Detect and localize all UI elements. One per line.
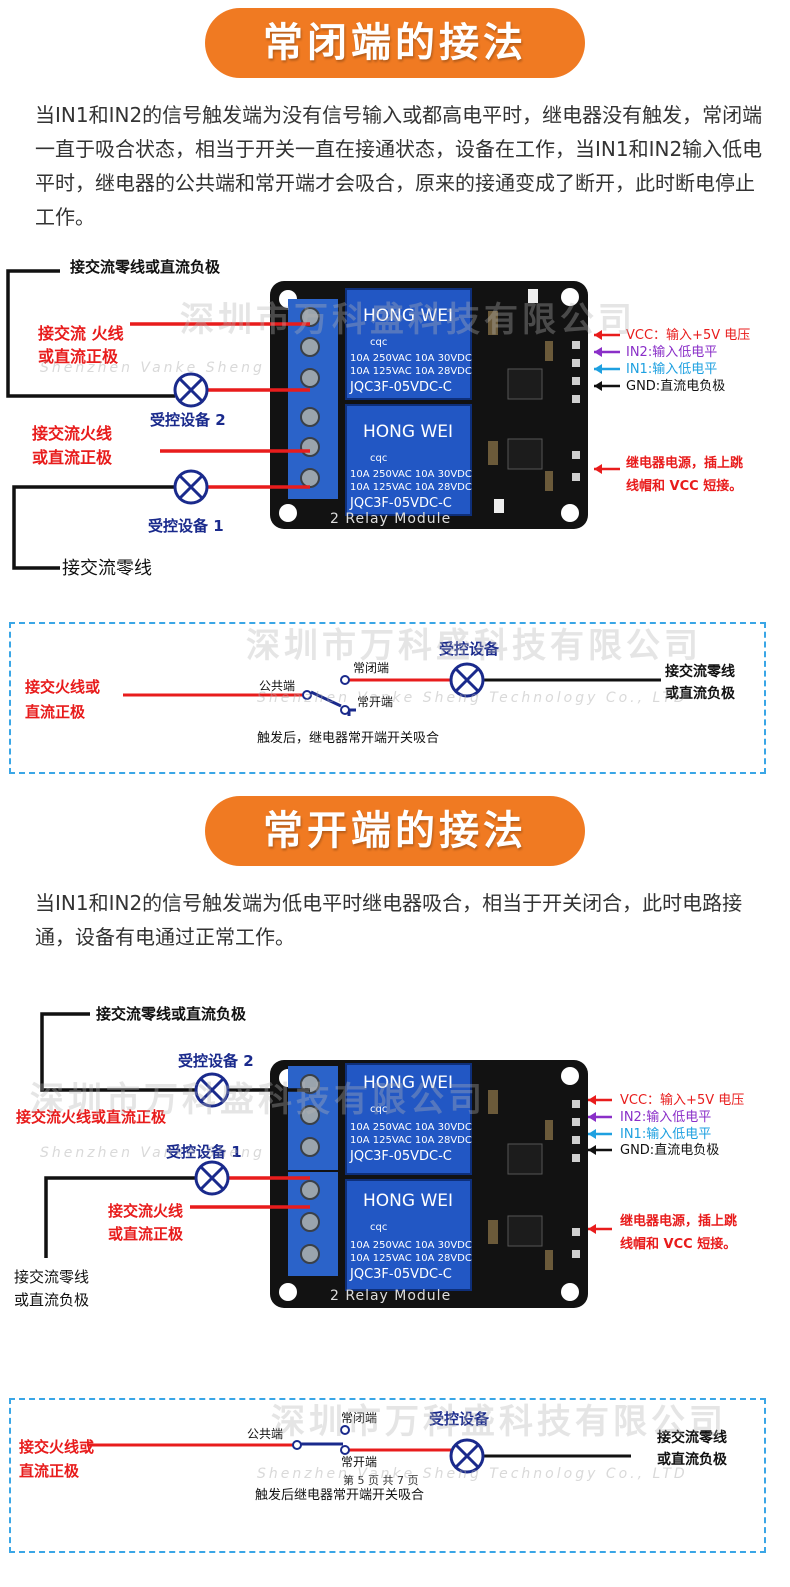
sch1-caption: 触发后，继电器常开端开关吸合: [257, 730, 439, 746]
relay-model: JQC3F-05VDC-C: [349, 1149, 452, 1164]
jumper-label-b: 线帽和 VCC 短接。: [626, 478, 742, 494]
sch1-left-a: 接交火线或: [25, 678, 100, 696]
sch2-right-b: 或直流负极: [657, 1451, 728, 1468]
watermark-cn: 深圳市万科盛科技有限公司: [30, 1080, 486, 1120]
relay-rating1: 10A 250VAC 10A 30VDC: [350, 353, 472, 364]
cert-icon: cqc: [370, 453, 387, 464]
relay-rating1: 10A 250VAC 10A 30VDC: [350, 469, 472, 480]
sch1-right-a: 接交流零线: [665, 663, 735, 680]
cert-icon: cqc: [370, 337, 387, 348]
relay-model: JQC3F-05VDC-C: [349, 380, 452, 395]
sch2-caption: 触发后继电器常开端开关吸合: [255, 1487, 424, 1503]
sch1-nc: 常闭端: [353, 661, 389, 675]
wiring-diagram-1: HONG WEI cqc 10A 250VAC 10A 30VDC 10A 12…: [6, 258, 750, 579]
sch2-no: 常开端: [341, 1455, 377, 1469]
relay-brand: HONG WEI: [363, 422, 453, 442]
label-top-neutral: 接交流零线或直流负极: [70, 258, 221, 276]
cert-icon: cqc: [370, 1222, 387, 1233]
label-device-1: 受控设备 1: [166, 1143, 242, 1161]
label-top-neutral: 接交流零线或直流负极: [96, 1005, 247, 1023]
relay-module-1: HONG WEI cqc 10A 250VAC 10A 30VDC 10A 12…: [270, 281, 588, 529]
watermark-en: Shenzhen Vanke Sheng Technology Co., LTD: [257, 690, 688, 706]
label-live-1a: 接交流火线: [108, 1202, 183, 1220]
sch1-common: 公共端: [259, 679, 295, 693]
relay-k1: [345, 404, 472, 516]
sch1-no: 常开端: [357, 695, 393, 709]
label-live-2a: 接交流火线: [32, 424, 112, 443]
cert-icon: cqc: [370, 1104, 387, 1115]
label-bottom-b: 或直流负极: [14, 1291, 89, 1309]
relay-k2: [345, 288, 472, 400]
label-live-1b: 或直流正极: [38, 347, 119, 366]
device-lamp-icon: [449, 1438, 485, 1474]
relay-rating2: 10A 125VAC 10A 28VDC: [350, 1135, 472, 1146]
device-lamp-icon: [449, 662, 485, 698]
sch2-device: 受控设备: [429, 1410, 490, 1428]
watermark-en: Shenzhen Vanke Sheng: [40, 360, 265, 376]
relay-rating2: 10A 125VAC 10A 28VDC: [350, 366, 472, 377]
label-device-1: 受控设备 1: [148, 517, 224, 535]
device-2-lamp-icon: [173, 372, 209, 408]
schematic-box-1: 接交火线或 直流正极 公共端 常闭端 常开端 受控设备 接交流零线 或直流负极 …: [9, 622, 766, 774]
label-live-1b: 或直流正极: [108, 1225, 184, 1243]
relay-brand: HONG WEI: [363, 306, 453, 326]
pin-vcc-label: VCC：输入+5V 电压: [626, 327, 750, 343]
jumper-label-b: 线帽和 VCC 短接。: [620, 1236, 736, 1252]
section1-description: 当IN1和IN2的信号触发端为没有信号输入或都高电平时，继电器没有触发，常闭端一…: [35, 103, 763, 229]
sch1-device: 受控设备: [439, 640, 500, 658]
watermark-en: Shenzhen Vanke Sheng: [40, 1145, 265, 1161]
label-device-2: 受控设备 2: [178, 1052, 254, 1070]
label-bottom-a: 接交流零线: [14, 1268, 89, 1286]
pin-in2-label: IN2:输入低电平: [620, 1109, 711, 1125]
watermark-en: Shenzhen Vanke Sheng Technology Co., LTD: [257, 1466, 688, 1482]
label-live-2: 接交流火线或直流正极: [16, 1108, 167, 1126]
watermark-cn: 深圳市万科盛科技有限公司: [180, 300, 636, 340]
relay-rating1: 10A 250VAC 10A 30VDC: [350, 1240, 472, 1251]
relay-model: JQC3F-05VDC-C: [349, 1267, 452, 1282]
label-live-1a: 接交流 火线: [38, 324, 124, 343]
relay-rating2: 10A 125VAC 10A 28VDC: [350, 1253, 472, 1264]
board-label: 2 Relay Module: [330, 1288, 451, 1304]
device-2-lamp-icon: [194, 1072, 230, 1108]
pin-in1-label: IN1:输入低电平: [626, 361, 717, 377]
watermark-cn: 深圳市万科盛科技有限公司: [271, 1402, 727, 1442]
relay-brand: HONG WEI: [363, 1191, 453, 1211]
pin-vcc-label: VCC：输入+5V 电压: [620, 1092, 744, 1108]
section2-description: 当IN1和IN2的信号触发端为低电平时继电器吸合，相当于开关闭合，此时电路接通，…: [35, 891, 743, 949]
sch2-left-a: 接交火线或: [19, 1438, 94, 1456]
relay-rating2: 10A 125VAC 10A 28VDC: [350, 482, 472, 493]
section1-title: 常闭端的接法: [205, 8, 585, 78]
jumper-label-a: 继电器电源，插上跳: [620, 1213, 737, 1229]
schematic-box-2: 接交火线或 直流正极 公共端 常闭端 常开端 受控设备 接交流零线 或直流负极 …: [9, 1398, 766, 1553]
section2-title: 常开端的接法: [205, 796, 585, 866]
pin-in2-label: IN2:输入低电平: [626, 344, 717, 360]
sch2-right-a: 接交流零线: [657, 1429, 727, 1446]
device-1-lamp-icon: [194, 1160, 230, 1196]
pin-gnd-label: GND:直流电负极: [626, 379, 725, 394]
board-label: 2 Relay Module: [330, 511, 451, 527]
sch2-left-b: 直流正极: [19, 1462, 80, 1480]
relay-k1: [345, 1179, 472, 1291]
pin-in1-label: IN1:输入低电平: [620, 1126, 711, 1142]
relay-model: JQC3F-05VDC-C: [349, 496, 452, 511]
sch1-left-b: 直流正极: [25, 703, 86, 721]
wiring-diagram-2: HONG WEI cqc 10A 250VAC 10A 30VDC 10A 12…: [14, 1005, 744, 1309]
sch2-common: 公共端: [247, 1427, 283, 1441]
schematic-2: 接交火线或 直流正极 公共端 常闭端 常开端 受控设备 接交流零线 或直流负极 …: [19, 1410, 728, 1503]
relay-module-2: HONG WEI cqc 10A 250VAC 10A 30VDC 10A 12…: [270, 1060, 588, 1308]
schematic-1: 接交火线或 直流正极 公共端 常闭端 常开端 受控设备 接交流零线 或直流负极 …: [25, 640, 736, 746]
sch2-page-number: 第 5 页 共 7 页: [343, 1473, 418, 1487]
label-bottom-neutral: 接交流零线: [62, 558, 152, 579]
relay-k2: [345, 1063, 472, 1175]
device-1-lamp-icon: [173, 469, 209, 505]
relay-rating1: 10A 250VAC 10A 30VDC: [350, 1122, 472, 1133]
jumper-label-a: 继电器电源，插上跳: [626, 455, 743, 471]
label-live-2b: 或直流正极: [32, 448, 113, 467]
sch1-right-b: 或直流负极: [665, 685, 736, 702]
relay-brand: HONG WEI: [363, 1073, 453, 1093]
sch2-nc: 常闭端: [341, 1411, 377, 1425]
label-device-2: 受控设备 2: [150, 411, 226, 429]
watermark-cn: 深圳市万科盛科技有限公司: [246, 626, 702, 666]
pin-gnd-label: GND:直流电负极: [620, 1143, 719, 1158]
